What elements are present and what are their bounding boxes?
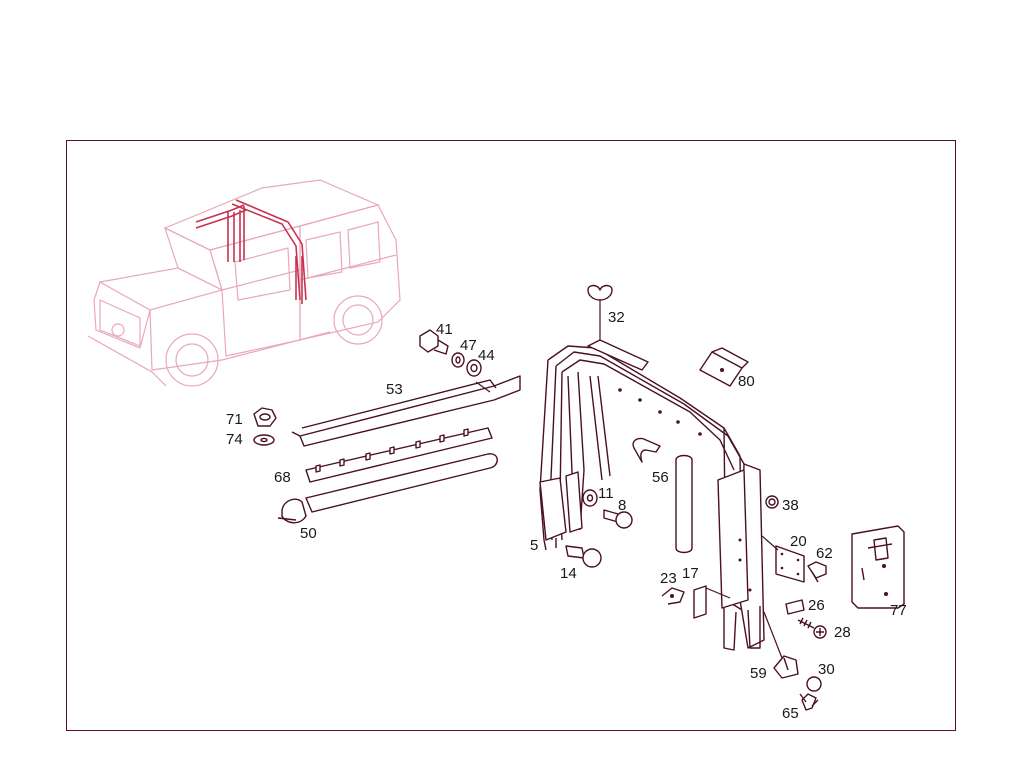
label-11: 11 xyxy=(598,485,614,502)
label-80: 80 xyxy=(738,373,755,390)
label-41: 41 xyxy=(436,321,453,338)
label-26: 26 xyxy=(808,597,825,614)
roll-bar-frame xyxy=(539,339,765,651)
part-17-plate xyxy=(693,585,731,619)
label-68: 68 xyxy=(274,469,291,486)
part-28-screw xyxy=(797,617,827,639)
label-38: 38 xyxy=(782,497,799,514)
part-32-clip xyxy=(587,284,613,340)
label-47: 47 xyxy=(460,337,477,354)
label-8: 8 xyxy=(618,497,626,514)
label-32: 32 xyxy=(608,309,625,326)
label-53: 53 xyxy=(386,381,403,398)
part-56-hook xyxy=(632,437,693,554)
label-28: 28 xyxy=(834,624,851,641)
label-74: 74 xyxy=(226,431,243,448)
label-62: 62 xyxy=(816,545,833,562)
label-44: 44 xyxy=(478,347,495,364)
label-20: 20 xyxy=(790,533,807,550)
part-38-grommet xyxy=(765,495,779,509)
part-65-clip xyxy=(799,693,819,711)
part-80-bracket xyxy=(699,347,749,387)
part-8-bolt xyxy=(603,509,633,529)
part-59-latch xyxy=(763,611,799,679)
part-68-strip xyxy=(305,427,493,483)
part-71-nut xyxy=(253,407,277,427)
part-20-plate xyxy=(761,535,805,583)
part-26-plate xyxy=(785,599,805,615)
part-47-washer xyxy=(451,352,465,368)
part-labels: 32 41 47 44 80 53 71 74 56 68 11 38 8 50… xyxy=(226,309,907,722)
part-30-cap xyxy=(806,676,822,692)
part-41-bolt xyxy=(419,329,449,355)
part-53-rail xyxy=(291,375,521,447)
label-5: 5 xyxy=(530,537,538,554)
label-59: 59 xyxy=(750,665,767,682)
part-62-clip xyxy=(807,561,827,583)
part-44-washer xyxy=(466,359,482,377)
label-71: 71 xyxy=(226,411,243,428)
part-74-washer xyxy=(253,434,275,446)
label-17: 17 xyxy=(682,565,699,582)
part-23-clip xyxy=(661,587,685,605)
label-65: 65 xyxy=(782,705,799,722)
label-14: 14 xyxy=(560,565,577,582)
part-14-bolt xyxy=(565,545,602,568)
label-30: 30 xyxy=(818,661,835,678)
label-56: 56 xyxy=(652,469,669,486)
part-50-seal xyxy=(277,453,498,524)
label-50: 50 xyxy=(300,525,317,542)
part-11-washer xyxy=(582,489,598,507)
label-77: 77 xyxy=(890,602,907,619)
part-77-bracket-plate xyxy=(851,525,905,609)
vehicle-outline xyxy=(87,179,401,387)
diagram-frame xyxy=(66,140,956,731)
label-23: 23 xyxy=(660,570,677,587)
